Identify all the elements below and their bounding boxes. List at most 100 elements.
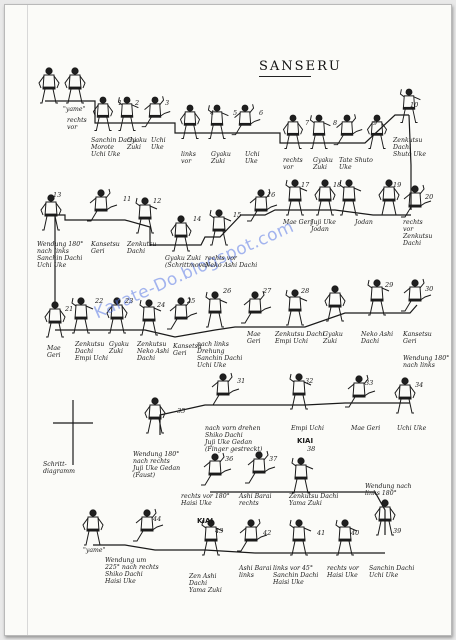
step-number: 20: [425, 193, 434, 201]
karate-figure: [374, 499, 396, 536]
step-number: 8: [333, 119, 338, 127]
karate-figure: [179, 104, 201, 139]
move-caption: Zen Ashi Dachi Yama Zuki: [189, 573, 222, 594]
move-caption: Uchi Uke: [397, 425, 427, 432]
kiai-mark: KIAI: [197, 517, 214, 525]
move-caption: Uchi Uke: [151, 137, 166, 151]
step-number: 15: [233, 211, 242, 219]
move-caption: links vor: [181, 151, 196, 165]
karate-figure: [339, 179, 362, 216]
step-number: 10: [410, 101, 419, 109]
karate-figure: [401, 184, 432, 218]
karate-figure: [399, 88, 421, 123]
karate-figure: [245, 450, 276, 484]
karate-figure: [71, 297, 94, 334]
move-caption: Gyaku Zuki (Schrittmove): [165, 255, 209, 269]
step-number: 28: [301, 287, 310, 295]
kata-diagram: [38, 67, 432, 556]
move-caption: Gyaku Zuki: [127, 137, 147, 151]
karate-figure: [40, 194, 62, 231]
yame-label-bottom: "yame": [83, 547, 106, 554]
move-caption: Neko Ashi Dachi: [361, 331, 394, 345]
karate-figure: [201, 452, 232, 486]
step-number: 39: [393, 527, 402, 535]
step-number: 17: [301, 181, 310, 189]
move-caption: Kansetsu Geri: [91, 241, 120, 255]
move-caption: rechts vor Zenkutsu Dachi: [403, 219, 433, 247]
path-row-5: [210, 491, 386, 535]
karate-figure: [207, 104, 229, 139]
move-caption: Gyaku Zuki: [211, 151, 231, 165]
karate-figure: [209, 372, 240, 406]
karate-figure: [291, 457, 314, 494]
karate-figure: [314, 179, 336, 216]
kiai-mark: KIAI: [297, 437, 314, 445]
karate-figure: [237, 518, 268, 552]
move-caption: nach vorn drehen Shiko Dachi Juji Uke Ge…: [205, 425, 263, 453]
move-caption: Wendung um 225° nach rechts Shiko Dachi …: [105, 557, 159, 585]
step-number: 4: [210, 109, 215, 117]
karate-figure: [289, 519, 312, 556]
step-number: 43: [215, 527, 224, 535]
karate-figure: [133, 508, 164, 542]
step-number: 24: [157, 301, 166, 309]
step-number: 6: [259, 109, 264, 117]
move-caption: Gyaku Zuki: [109, 341, 129, 355]
step-number: 37: [269, 455, 278, 463]
move-caption: Zenkutsu Dachi Shuto Uke: [393, 137, 427, 158]
karate-figure: [289, 373, 312, 410]
move-caption: rechts vor 180° Haisi Uke: [181, 493, 230, 507]
move-caption: Gyaku Zuki: [323, 331, 343, 345]
path-row-6: [93, 544, 385, 554]
karate-figure: [285, 179, 308, 216]
karate-figure: [38, 67, 60, 104]
move-caption: Kansetsu Geri: [403, 331, 432, 345]
karate-figure: [170, 215, 192, 252]
step-number: 13: [53, 191, 62, 199]
karate-figure: [241, 290, 272, 324]
step-number: 35: [177, 407, 186, 415]
move-caption: Sanchin Dachi Uchi Uke: [369, 565, 415, 579]
step-number: 2: [135, 99, 140, 107]
step-number: 31: [237, 377, 246, 385]
karate-figure: [44, 301, 66, 338]
schritt-diagramm-label: Schritt- diagramm: [43, 461, 75, 475]
move-caption: Ashi Barai rechts: [239, 493, 272, 507]
karate-figure: [285, 289, 308, 326]
karate-figure: [366, 114, 388, 149]
karate-figure: [92, 96, 114, 131]
karate-figure: [324, 285, 346, 322]
move-caption: rechts vor Haisi Uke: [327, 565, 359, 579]
karate-figure: [205, 291, 228, 328]
step-number: 40: [351, 529, 360, 537]
karate-figure: [135, 197, 158, 234]
path-row-2: [54, 209, 411, 246]
karate-figure: [333, 114, 363, 146]
step-number: 25: [187, 297, 196, 305]
step-number: 29: [385, 281, 394, 289]
step-number: 12: [153, 197, 162, 205]
step-number: 26: [223, 287, 232, 295]
move-caption: Zenkutsu Dachi Empi Uchi: [75, 341, 108, 362]
karate-figure: [167, 296, 198, 330]
move-caption: Jodan: [355, 219, 373, 226]
move-caption: rechts vor: [67, 117, 87, 131]
karate-figure: [87, 188, 118, 222]
step-number: 36: [225, 455, 234, 463]
karate-figure: [106, 297, 128, 334]
step-number: 5: [233, 109, 238, 117]
karate-figure: [401, 278, 432, 312]
move-caption: rechts vor Neko Ashi Dachi: [205, 255, 258, 269]
step-number: 30: [425, 285, 434, 293]
karate-figure: [139, 299, 162, 336]
karate-figure: [367, 279, 390, 316]
move-caption: Zenkutsu Dachi: [127, 241, 157, 255]
step-number: 32: [305, 377, 314, 385]
step-number: 34: [415, 381, 424, 389]
karate-figure: [117, 96, 139, 131]
move-caption: Tate Shuto Uke: [339, 157, 373, 171]
step-number: 18: [333, 181, 342, 189]
step-number: 38: [307, 445, 316, 453]
move-caption: Uchi Uke: [245, 151, 260, 165]
